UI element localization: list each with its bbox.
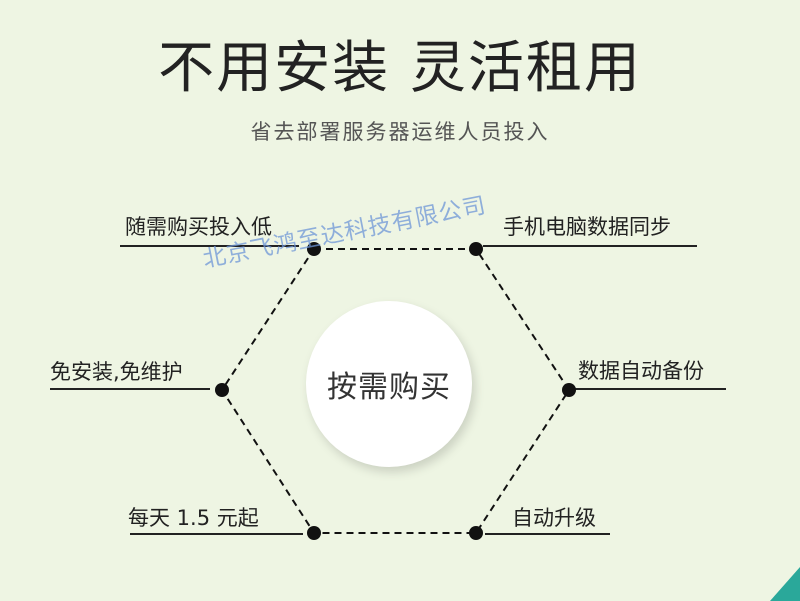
- page-title: 不用安装 灵活租用: [158, 36, 642, 101]
- feature-label-bottom-left: 每天 1.5 元起: [128, 506, 259, 530]
- feature-label-middle-right: 数据自动备份: [578, 359, 704, 383]
- center-circle: 按需购买: [306, 301, 472, 467]
- vertex-dot-top-right: [469, 242, 483, 256]
- feature-label-middle-left: 免安装,免维护: [50, 360, 183, 384]
- feature-label-top-right: 手机电脑数据同步: [503, 215, 671, 239]
- vertex-dot-bottom-left: [307, 526, 321, 540]
- vertex-dot-middle-left: [215, 383, 229, 397]
- feature-label-top-left: 随需购买投入低: [125, 215, 272, 239]
- vertex-dot-top-left: [307, 242, 321, 256]
- center-label: 按需购买: [327, 370, 451, 405]
- corner-teal-triangle: [770, 567, 800, 601]
- vertex-dot-bottom-right: [469, 526, 483, 540]
- feature-label-bottom-right: 自动升级: [512, 506, 596, 530]
- page-subtitle: 省去部署服务器运维人员投入: [250, 120, 550, 144]
- vertex-dot-middle-right: [562, 383, 576, 397]
